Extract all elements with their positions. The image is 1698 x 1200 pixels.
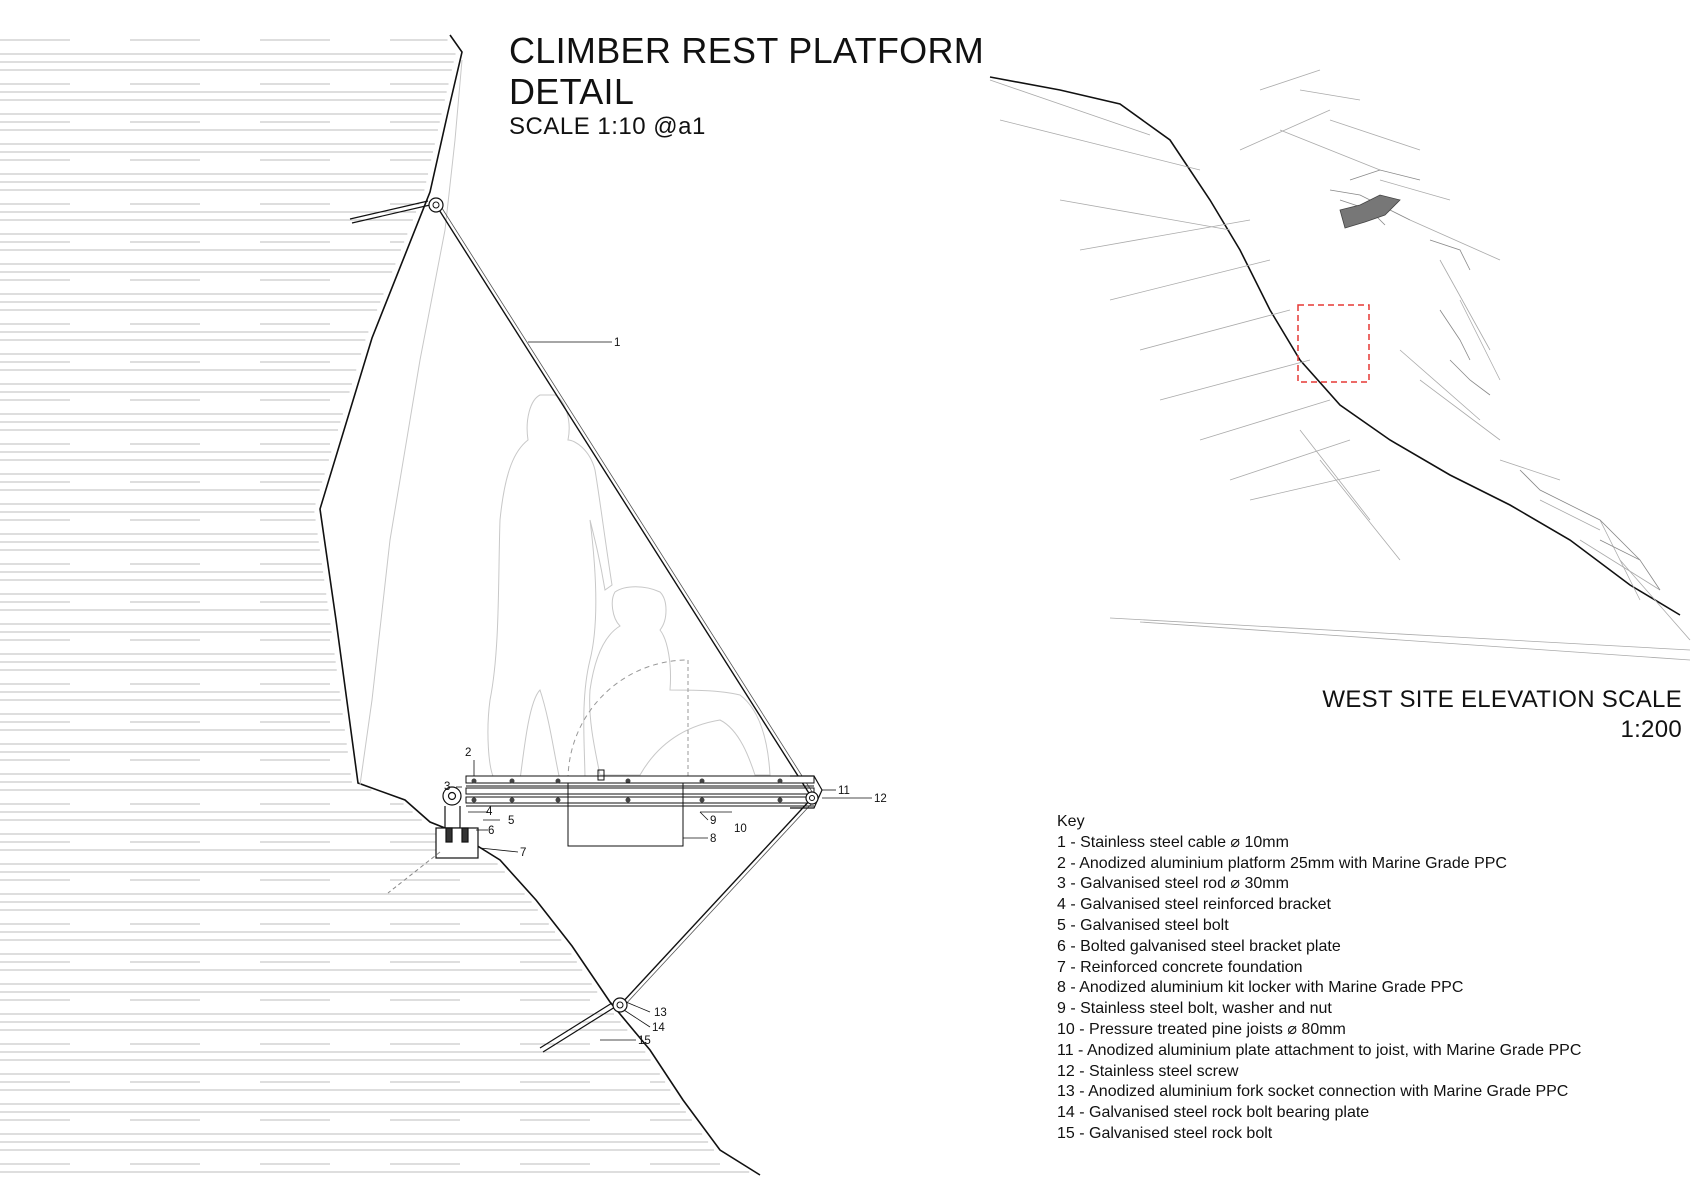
callout-8: 8: [710, 833, 716, 845]
bracket-assembly: [435, 786, 479, 859]
detail-scale: SCALE 1:10 @a1: [509, 113, 706, 140]
platform-deck: [465, 775, 815, 807]
elevation-title-line-2: 1:200: [1620, 716, 1682, 743]
elevation-title-line-1: WEST SITE ELEVATION SCALE: [1322, 686, 1682, 713]
key-item: 8 - Anodized aluminium kit locker with M…: [1057, 979, 1464, 997]
key-item: 15 - Galvanised steel rock bolt: [1057, 1124, 1273, 1142]
key-item: 1 - Stainless steel cable ⌀ 10mm: [1057, 833, 1289, 851]
key-legend: Key 1 - Stainless steel cable ⌀ 10mm 2 -…: [1057, 812, 1581, 1145]
callout-9: 9: [710, 815, 716, 827]
site-elevation: [989, 69, 1691, 661]
detail-title: CLIMBER REST PLATFORM DETAIL: [509, 30, 984, 112]
dark-stair-element: [1339, 194, 1401, 229]
key-heading: Key: [1057, 813, 1085, 830]
callout-10: 10: [734, 823, 747, 835]
key-item: 10 - Pressure treated pine joists ⌀ 80mm: [1057, 1020, 1346, 1038]
callout-numbers: 1 2 3 4 5 6 7 8 9 10 11 12 13 14 15: [444, 337, 887, 1047]
stainless-steel-cable-lower-2: [622, 799, 816, 1008]
detail-title-line-1: CLIMBER REST PLATFORM: [509, 30, 985, 71]
callout-leaders: [456, 341, 872, 1041]
callout-14: 14: [652, 1022, 665, 1034]
detail-title-line-2: DETAIL: [509, 71, 635, 112]
upper-rock-anchor: [349, 197, 444, 224]
key-item: 9 - Stainless steel bolt, washer and nut: [1057, 1000, 1332, 1018]
callout-5: 5: [508, 815, 514, 827]
callout-12: 12: [874, 793, 887, 805]
kit-locker: [567, 782, 684, 847]
key-item: 12 - Stainless steel screw: [1057, 1062, 1239, 1080]
seated-figure: [589, 586, 771, 776]
callout-3: 3: [444, 781, 450, 793]
rock-secondary-line: [359, 59, 463, 786]
terrain-lines: [989, 69, 1691, 661]
elevation-title: WEST SITE ELEVATION SCALE 1:200: [1322, 685, 1682, 745]
callout-1: 1: [614, 337, 620, 349]
ground-profile: [989, 76, 1681, 616]
detail-location-marker: [1297, 304, 1370, 383]
callout-4: 4: [486, 806, 493, 818]
key-item: 13 - Anodized aluminium fork socket conn…: [1057, 1083, 1569, 1101]
key-item: 11 - Anodized aluminium plate attachment…: [1057, 1041, 1582, 1059]
key-item: 6 - Bolted galvanised steel bracket plat…: [1057, 937, 1341, 955]
locker-door-swing: [567, 659, 689, 781]
callout-13: 13: [654, 1007, 667, 1019]
callout-15: 15: [638, 1035, 651, 1047]
rock-hatching: [0, 39, 750, 1173]
key-item: 4 - Galvanised steel reinforced bracket: [1057, 896, 1331, 914]
rock-face-outline: [319, 34, 761, 1176]
structure-stairs: [1329, 169, 1661, 591]
locker-handle: [597, 769, 605, 781]
callout-2: 2: [465, 747, 471, 759]
stainless-steel-cable-upper: [435, 204, 813, 799]
joist-connectors: [471, 778, 783, 803]
key-item: 3 - Galvanised steel rod ⌀ 30mm: [1057, 875, 1289, 893]
callout-11: 11: [838, 785, 850, 797]
stainless-steel-cable-upper-2: [439, 204, 817, 799]
key-item: 14 - Galvanised steel rock bolt bearing …: [1057, 1104, 1370, 1122]
key-item: 7 - Reinforced concrete foundation: [1057, 958, 1303, 976]
stainless-steel-cable-lower: [619, 797, 813, 1006]
key-item: 5 - Galvanised steel bolt: [1057, 916, 1229, 934]
key-item: 2 - Anodized aluminium platform 25mm wit…: [1057, 854, 1507, 872]
lower-rock-anchor: [539, 997, 628, 1053]
callout-7: 7: [520, 847, 526, 859]
callout-6: 6: [488, 825, 494, 837]
